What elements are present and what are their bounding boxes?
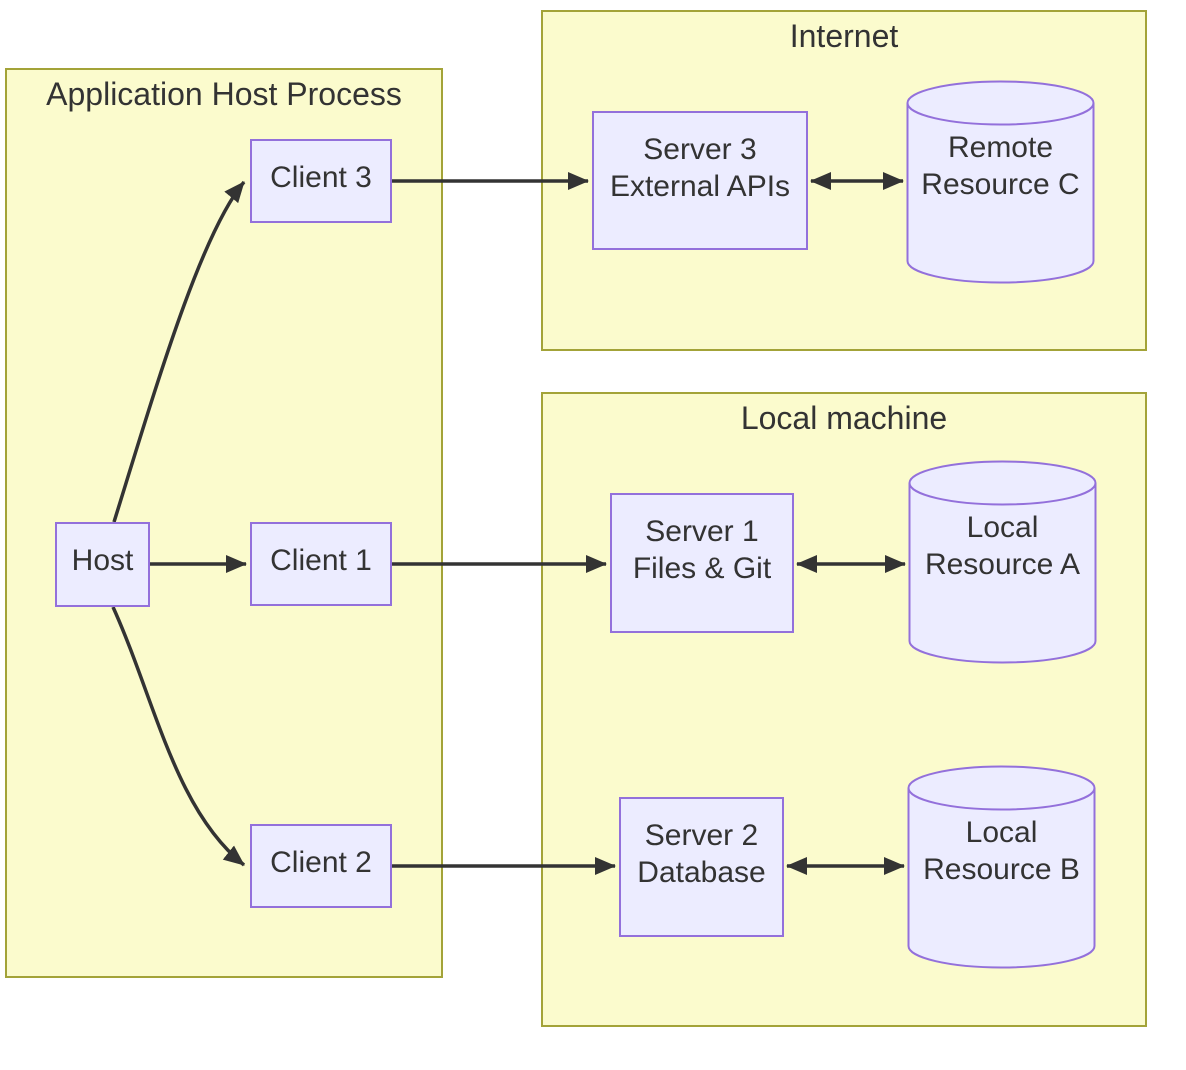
node-client3-label: Client 3 [270,160,372,194]
node-resourceB-line2: Resource B [923,852,1080,886]
node-server2-line1: Server 2 [644,819,759,852]
cylinder-icon [908,460,1097,664]
node-server3: Server 3 External APIs [592,111,808,250]
node-resourceA-line1: Local [966,510,1039,544]
node-server2: Server 2 Database [619,797,784,937]
node-resourceC-line2: Resource C [921,167,1080,201]
node-resourceB-line1: Local [965,815,1038,849]
node-server1-line2: Files & Git [632,552,772,585]
node-resourceC-line1: Remote [947,130,1054,164]
node-resourceA: Local Resource A [908,460,1097,665]
cylinder-icon [907,765,1096,969]
node-server3-line2: External APIs [609,169,791,203]
node-client1-label: Client 1 [270,543,372,577]
node-resourceA-line2: Resource A [924,547,1081,581]
node-client2: Client 2 [250,824,392,908]
node-host-label: Host [71,544,134,577]
node-resourceA-label: Local Resource A [908,460,1097,665]
node-client3: Client 3 [250,139,392,223]
node-server2-line2: Database [637,856,766,889]
node-server3-line1: Server 3 [643,132,757,166]
node-client2-label: Client 2 [270,845,372,879]
node-client1: Client 1 [250,522,392,606]
node-server1-line1: Server 1 [645,515,759,548]
cluster-title-internet: Internet [789,18,899,54]
cluster-title-application-host-process: Application Host Process [46,76,402,112]
cluster-title-local-machine: Local machine [740,400,948,436]
node-resourceC-label: Remote Resource C [906,80,1095,285]
node-server1: Server 1 Files & Git [610,493,794,633]
node-resourceC: Remote Resource C [906,80,1095,285]
cylinder-icon [906,80,1095,284]
node-resourceB-label: Local Resource B [907,765,1096,970]
node-host: Host [55,522,150,607]
node-resourceB: Local Resource B [907,765,1096,970]
